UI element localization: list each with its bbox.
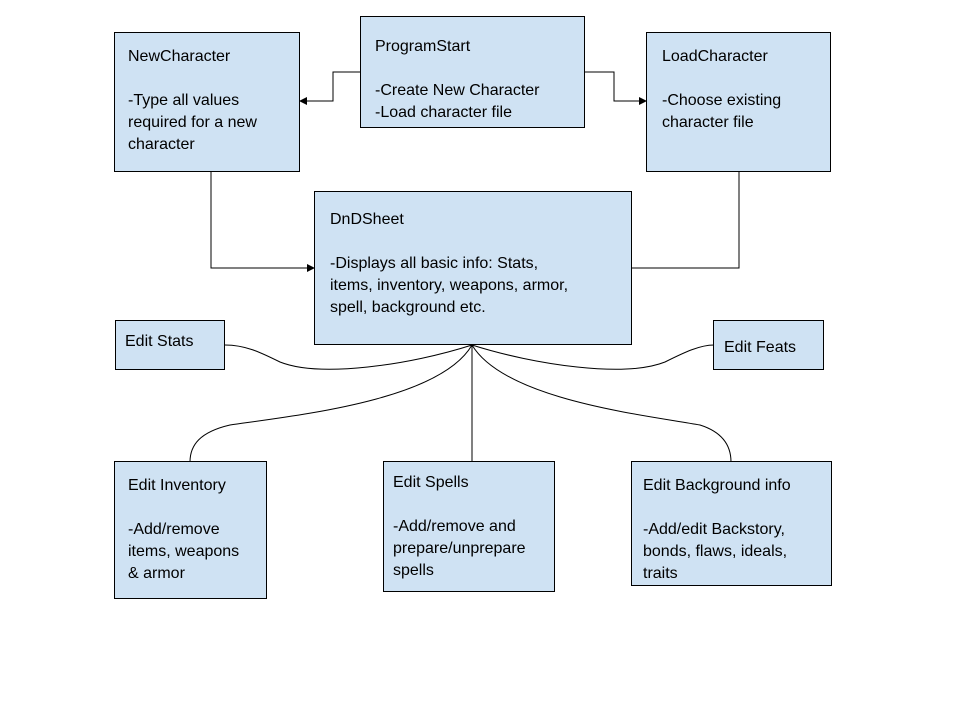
connector-dndsheet-to-editfeats bbox=[471, 344, 715, 370]
edit-spells-title: Edit Spells bbox=[393, 474, 469, 491]
edit-stats-title: Edit Stats bbox=[125, 333, 194, 350]
edit-inventory-title: Edit Inventory bbox=[128, 477, 226, 494]
new-character-title: NewCharacter bbox=[128, 48, 231, 65]
load-character-line-1: -Choose existing bbox=[662, 92, 782, 109]
node-new-character: NewCharacter -Type all values required f… bbox=[114, 32, 300, 172]
node-edit-feats: Edit Feats bbox=[713, 320, 824, 370]
node-edit-inventory: Edit Inventory -Add/remove items, weapon… bbox=[114, 461, 267, 599]
connector-dndsheet-to-editstats bbox=[224, 344, 473, 370]
connector-dndsheet-to-editinventory bbox=[189, 344, 473, 463]
edit-spells-line-2: prepare/unprepare bbox=[393, 540, 526, 557]
load-character-line-2: character file bbox=[662, 114, 754, 131]
node-edit-spells: Edit Spells -Add/remove and prepare/unpr… bbox=[383, 461, 555, 592]
edit-background-line-3: traits bbox=[643, 565, 678, 582]
edit-feats-title: Edit Feats bbox=[724, 339, 797, 356]
arrow-programstart-to-loadcharacter bbox=[584, 71, 647, 105]
dnd-sheet-line-3: spell, background etc. bbox=[330, 299, 486, 316]
load-character-title: LoadCharacter bbox=[662, 48, 768, 65]
edit-inventory-line-2: items, weapons bbox=[128, 543, 240, 560]
node-load-character: LoadCharacter -Choose existing character… bbox=[646, 32, 831, 172]
program-start-line-2: -Load character file bbox=[375, 104, 512, 121]
edit-inventory-line-1: -Add/remove bbox=[128, 521, 220, 538]
edit-spells-line-3: spells bbox=[393, 562, 434, 579]
edit-background-title: Edit Background info bbox=[643, 477, 791, 494]
arrow-programstart-to-newcharacter bbox=[299, 71, 361, 105]
connector-dndsheet-to-editbackground bbox=[471, 344, 732, 463]
new-character-line-1: -Type all values bbox=[128, 92, 240, 109]
dnd-sheet-line-1: -Displays all basic info: Stats, bbox=[330, 255, 539, 272]
new-character-line-3: character bbox=[128, 136, 195, 153]
node-edit-stats: Edit Stats bbox=[115, 320, 225, 370]
node-program-start: ProgramStart -Create New Character -Load… bbox=[360, 16, 585, 128]
edit-background-line-2: bonds, flaws, ideals, bbox=[643, 543, 788, 560]
edit-inventory-line-3: & armor bbox=[128, 565, 185, 582]
program-start-title: ProgramStart bbox=[375, 38, 471, 55]
dnd-sheet-line-2: items, inventory, weapons, armor, bbox=[330, 277, 569, 294]
program-start-line-1: -Create New Character bbox=[375, 82, 540, 99]
node-edit-background: Edit Background info -Add/edit Backstory… bbox=[631, 461, 832, 586]
arrow-loadcharacter-to-dndsheet bbox=[624, 171, 740, 272]
dnd-sheet-title: DnDSheet bbox=[330, 211, 404, 228]
node-dnd-sheet: DnDSheet -Displays all basic info: Stats… bbox=[314, 191, 632, 345]
arrow-newcharacter-to-dndsheet bbox=[210, 171, 315, 272]
edit-spells-line-1: -Add/remove and bbox=[393, 518, 516, 535]
edit-background-line-1: -Add/edit Backstory, bbox=[643, 521, 785, 538]
new-character-line-2: required for a new bbox=[128, 114, 257, 131]
